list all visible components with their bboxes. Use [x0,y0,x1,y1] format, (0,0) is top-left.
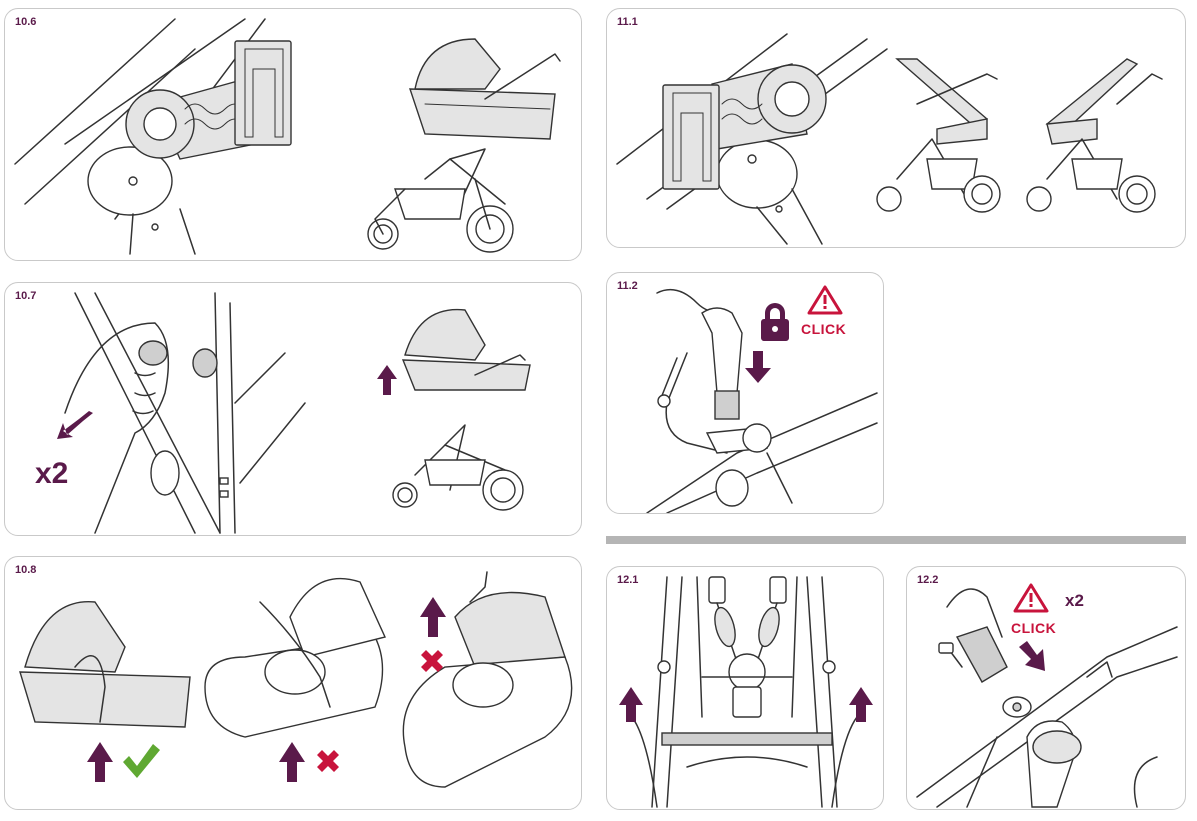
step-11-1-panel: 11.1 [606,8,1186,248]
warning-icon [1013,583,1049,613]
cross-icon [421,650,443,672]
step-12-1-illustration [619,576,873,808]
step-number: 11.1 [617,16,638,28]
step-number: 12.2 [917,574,939,586]
step-10-6-illustration [14,18,561,255]
step-12-2-illustration [916,583,1178,808]
lock-icon [761,303,789,341]
step-number: 10.8 [15,564,37,576]
step-10-8-panel: 10.8 [4,556,582,810]
step-number: 12.1 [617,574,639,586]
step-11-1-illustration [616,33,1163,245]
step-number: 11.2 [617,280,638,292]
step-number: 10.6 [15,16,37,28]
step-10-6-panel: 10.6 [4,8,582,261]
step-11-2-panel: 11.2 CLICK [606,272,884,514]
up-arrow-icon [279,742,305,782]
step-number: 10.7 [15,290,37,302]
step-12-1-panel: 12.1 [606,566,884,810]
section-divider [606,536,1186,544]
diagonal-arrow-icon [1019,641,1045,671]
check-icon [123,744,160,778]
step-12-2-panel: 12.2 CLICK x2 [906,566,1186,810]
repeat-count: x2 [35,457,69,490]
cross-icon [317,750,339,772]
up-arrow-icon [420,597,446,637]
up-arrow-icon [87,742,113,782]
diagonal-arrow-icon [57,411,93,439]
step-11-2-illustration [646,285,878,513]
click-label: CLICK [801,321,847,337]
down-arrow-icon [745,351,771,383]
repeat-count: x2 [1065,591,1084,610]
up-arrow-icon [619,687,643,722]
click-label: CLICK [1011,620,1057,636]
step-10-7-illustration [57,292,531,534]
up-arrow-icon [377,365,397,395]
step-10-8-illustration [19,571,573,788]
warning-icon [807,285,843,315]
step-10-7-panel: 10.7 x2 [4,282,582,536]
up-arrow-icon [849,687,873,722]
